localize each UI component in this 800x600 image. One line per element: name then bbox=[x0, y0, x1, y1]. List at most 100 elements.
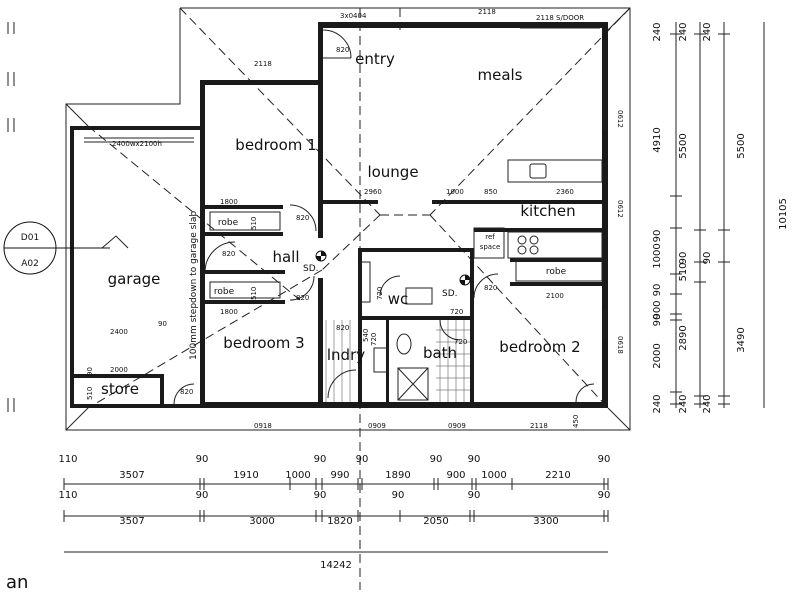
plan-notes: 3x0404 2118 2118 S/DOOR 2118 2400wx2100h… bbox=[86, 8, 624, 430]
plan-note: 820 bbox=[222, 250, 235, 258]
room-hall: hall bbox=[272, 248, 299, 266]
plan-note: 90 bbox=[86, 367, 94, 376]
dimension-value: 2050 bbox=[423, 516, 448, 527]
dimension-value: 5500 bbox=[736, 133, 747, 158]
dimension-value: 2000 bbox=[652, 343, 663, 368]
dimension-value: 240 bbox=[652, 22, 663, 41]
smoke-detector-icon bbox=[315, 250, 327, 262]
plan-note: 540 bbox=[362, 329, 370, 342]
robe-label: robe bbox=[546, 267, 567, 277]
plan-note: 720 bbox=[450, 308, 463, 316]
dimension-value: 1820 bbox=[327, 516, 352, 527]
plan-note: 2000 bbox=[110, 366, 128, 374]
dimension-value: 1000 bbox=[652, 243, 663, 268]
smoke-detector-label: SD. bbox=[303, 264, 319, 274]
plan-note: 0909 bbox=[448, 422, 466, 430]
plan-note: 2400wx2100h bbox=[112, 140, 162, 148]
ref-space-label: ref bbox=[485, 233, 495, 241]
plan-note: 820 bbox=[296, 214, 309, 222]
dimension-value: 110 bbox=[58, 454, 77, 465]
garage-slab-note: 100mm stepdown to garage slab bbox=[189, 211, 199, 360]
plan-note: 720 bbox=[376, 287, 384, 300]
dimension-value: 90 bbox=[196, 490, 209, 501]
plan-note: 2400 bbox=[110, 328, 128, 336]
dimension-value: 240 bbox=[652, 394, 663, 413]
plan-note: 820 bbox=[336, 324, 349, 332]
room-bath: bath bbox=[423, 344, 457, 362]
dimension-value: 90 bbox=[468, 454, 481, 465]
smoke-detector-icon bbox=[459, 274, 471, 286]
ref-space-label: space bbox=[480, 243, 501, 251]
plan-note: 3x0404 bbox=[340, 12, 367, 20]
room-store: store bbox=[101, 380, 139, 398]
dimension-value: 90 bbox=[652, 284, 663, 297]
dimension-value: 240 bbox=[702, 394, 713, 413]
dimension-value: 2890 bbox=[678, 325, 689, 350]
dimension-value: 3300 bbox=[533, 516, 558, 527]
plan-note: 450 bbox=[572, 415, 580, 428]
plan-note: 2360 bbox=[556, 188, 574, 196]
plan-note: 2100 bbox=[546, 292, 564, 300]
section-ref-bottom: A02 bbox=[21, 259, 39, 269]
door-swings bbox=[173, 29, 595, 405]
plan-note: 1000 bbox=[446, 188, 464, 196]
dimension-value: 90 bbox=[392, 490, 405, 501]
plan-note: 510 bbox=[86, 387, 94, 400]
section-marker: D01 A02 bbox=[3, 221, 129, 275]
plan-note: 0612 bbox=[616, 110, 624, 128]
plan-note: 2118 bbox=[478, 8, 496, 16]
plan-note: 820 bbox=[180, 388, 193, 396]
dimension-value: 240 bbox=[678, 394, 689, 413]
dimension-value: 3000 bbox=[249, 516, 274, 527]
dimension-value: 1000 bbox=[285, 470, 310, 481]
walls bbox=[70, 22, 608, 408]
windows bbox=[84, 27, 607, 340]
room-lounge: lounge bbox=[367, 163, 418, 181]
dimension-value: 900 bbox=[446, 470, 465, 481]
dimension-value: 3507 bbox=[119, 516, 144, 527]
dimension-value: 90 bbox=[652, 230, 663, 243]
plan-note: 90 bbox=[158, 320, 167, 328]
room-bedroom-3: bedroom 3 bbox=[223, 334, 304, 352]
plan-note: 2118 S/DOOR bbox=[536, 14, 584, 22]
dimension-value: 240 bbox=[702, 22, 713, 41]
dimension-value: 1890 bbox=[385, 470, 410, 481]
dimension-value: 5500 bbox=[678, 133, 689, 158]
dimension-value: 90 bbox=[468, 490, 481, 501]
plan-note: 2118 bbox=[254, 60, 272, 68]
dimension-value: 510 bbox=[678, 262, 689, 281]
smoke-detector-label: SD. bbox=[442, 289, 458, 299]
robe-label: robe bbox=[214, 287, 235, 297]
plan-note: 820 bbox=[484, 284, 497, 292]
plan-note: 1800 bbox=[220, 308, 238, 316]
dimension-value: 110 bbox=[58, 490, 77, 501]
dimension-value: 90 bbox=[314, 490, 327, 501]
plan-note: 720 bbox=[370, 333, 378, 346]
dimension-value: 90 bbox=[314, 454, 327, 465]
dimension-value: 3507 bbox=[119, 470, 144, 481]
dimension-value: 4910 bbox=[652, 127, 663, 152]
dimension-value: 1910 bbox=[233, 470, 258, 481]
plan-note: 0909 bbox=[368, 422, 386, 430]
room-laundry: lndry bbox=[327, 346, 365, 364]
room-labels: entry meals bedroom 1 lounge kitchen hal… bbox=[101, 50, 581, 398]
room-garage: garage bbox=[108, 270, 161, 288]
dimension-value: 90 bbox=[598, 454, 611, 465]
plan-note: 2960 bbox=[364, 188, 382, 196]
dimension-value: 90 bbox=[356, 454, 369, 465]
room-bedroom-1: bedroom 1 bbox=[235, 136, 316, 154]
page-caption: an bbox=[6, 572, 28, 593]
room-entry: entry bbox=[355, 50, 395, 68]
room-meals: meals bbox=[477, 66, 522, 84]
dimension-value: 900 bbox=[652, 300, 663, 319]
plan-note: 850 bbox=[484, 188, 497, 196]
right-dimension-lines bbox=[675, 22, 765, 408]
dimension-value: 2210 bbox=[545, 470, 570, 481]
dimension-value: 90 bbox=[652, 314, 663, 327]
dimension-value: 90 bbox=[702, 252, 713, 265]
plan-note: 820 bbox=[336, 46, 349, 54]
dimension-value: 240 bbox=[678, 22, 689, 41]
